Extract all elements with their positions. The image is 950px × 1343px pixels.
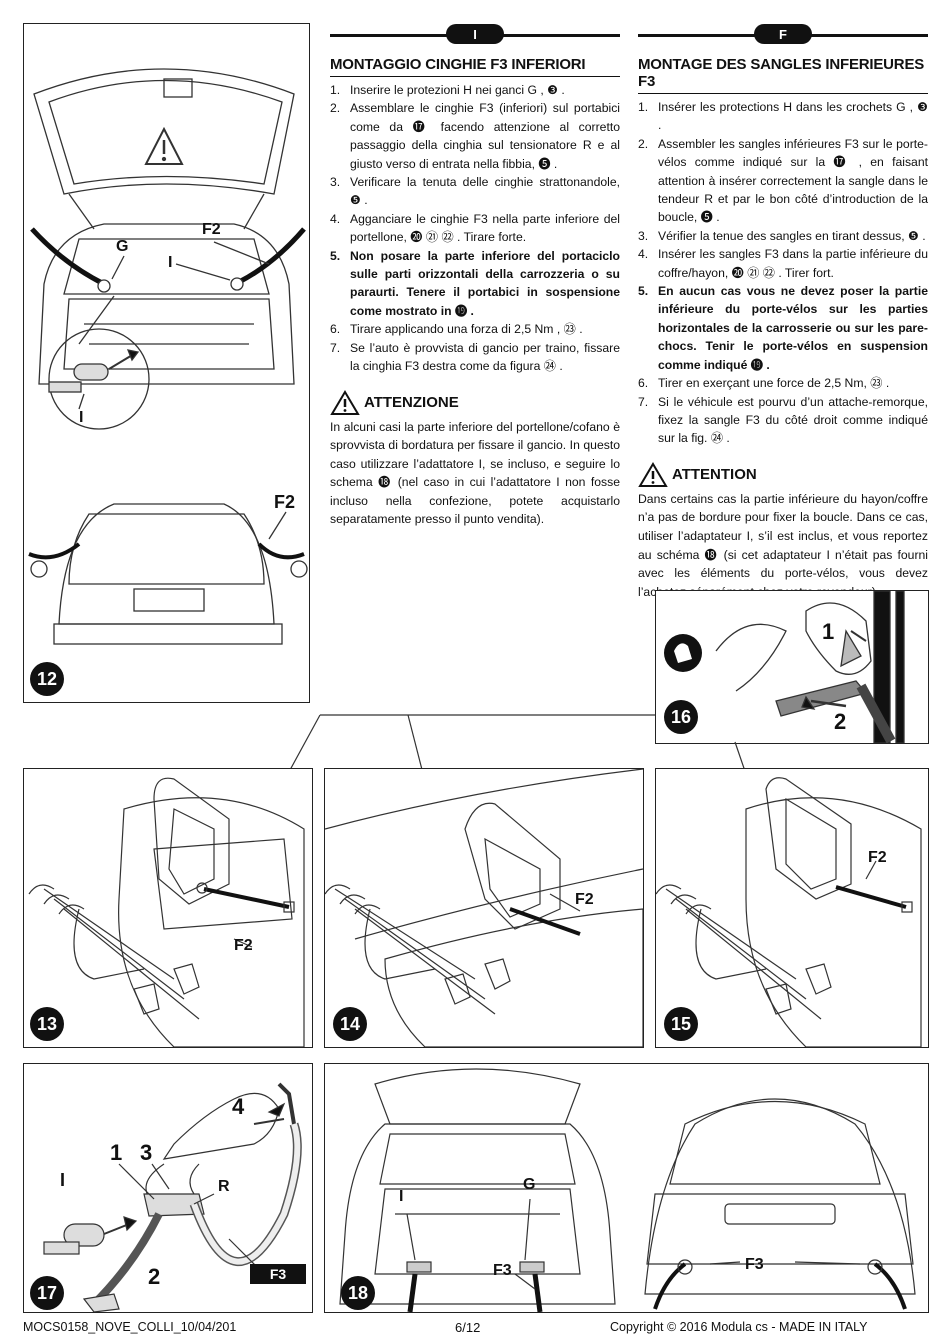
french-step: 1.Insérer les protections H dans les cro… (638, 100, 928, 133)
italian-step: 6.Tirare applicando una forza di 2,5 Nm … (330, 322, 583, 337)
french-warning-text: Dans certains cas la partie inférieure d… (638, 491, 928, 599)
figure-18-panel: I G F3 F3 18 (324, 1063, 929, 1313)
label-i: I (399, 1188, 404, 1205)
label-step-2: 2 (148, 1264, 161, 1289)
figure-13-panel: F2 13 (23, 768, 313, 1048)
figure-15-drawing (656, 777, 922, 1047)
warning-triangle-icon (330, 389, 360, 415)
label-i-detail: I (79, 409, 84, 426)
figure-16-drawing (664, 591, 905, 743)
footer-doc-code: MOCS0158_NOVE_COLLI_10/04/201 (23, 1320, 237, 1334)
figure-14-drawing (325, 769, 643, 1047)
figure-17-panel: I 1 3 4 R 2 F3 17 (23, 1063, 313, 1313)
figure-16-badge: 16 (664, 700, 698, 734)
figure-14-panel: F2 14 (324, 768, 644, 1048)
figure-12-panel: F2 G I I F2 12 (23, 23, 310, 703)
italian-warning-text: In alcuni casi la parte inferiore del po… (330, 419, 620, 527)
label-f3-right: F3 (745, 1256, 764, 1273)
french-lang-header: F (638, 24, 928, 46)
french-step: 5.En aucun cas vous ne devez poser la pa… (638, 284, 928, 372)
label-step-3: 3 (140, 1140, 153, 1165)
step-1-label: 1 (822, 619, 835, 644)
figure-13-drawing (28, 777, 305, 1047)
label-f3-tag: F3 (250, 1264, 306, 1284)
italian-step: 4.Agganciare le cinghie F3 nella parte i… (330, 211, 620, 245)
label-f3-left: F3 (493, 1262, 512, 1279)
label-step-1: 1 (110, 1140, 123, 1165)
label-i: I (60, 1170, 66, 1190)
french-column: F MONTAGE DES SANGLES INFERIEURES F3 1.I… (638, 24, 928, 601)
label-i-car: I (168, 254, 173, 271)
figure-18-badge: 18 (341, 1276, 375, 1310)
french-warning-title: ATTENTION (672, 466, 757, 484)
figure-18-drawing (339, 1068, 916, 1312)
footer-copyright: Copyright © 2016 Modula cs - MADE IN ITA… (610, 1320, 868, 1334)
italian-step: 3.Verificare la tenuta delle cinghie str… (330, 175, 620, 208)
italian-step: 5.Non posare la parte inferiore del port… (330, 248, 620, 318)
italian-step: 2.Assemblare le cinghie F3 (inferiori) s… (330, 101, 620, 171)
figure-17-drawing (43, 1082, 302, 1312)
label-r: R (218, 1178, 230, 1195)
label-f2-top: F2 (202, 221, 221, 238)
footer-page-number: 6/12 (455, 1320, 481, 1335)
french-step: 7.Si le véhicule est pourvu d’un attache… (638, 394, 928, 446)
figure-17-badge: 17 (30, 1276, 64, 1310)
label-f2: F2 (575, 891, 594, 908)
step-2-label: 2 (834, 709, 847, 734)
italian-step: 7.Se l’auto è provvista di gancio per tr… (330, 340, 620, 374)
french-title: MONTAGE DES SANGLES INFERIEURES F3 (638, 56, 928, 94)
figure-15-panel: F2 15 (655, 768, 929, 1048)
french-step: 4.Insérer les sangles F3 dans la partie … (638, 247, 928, 280)
italian-column: I MONTAGGIO CINGHIE F3 INFERIORI 1.Inser… (330, 24, 620, 529)
figure-16-panel: 1 2 16 (655, 590, 929, 744)
label-g: G (523, 1176, 536, 1193)
french-step: 2.Assembler les sangles inférieures F3 s… (638, 136, 928, 225)
figure-13-badge: 13 (30, 1007, 64, 1041)
french-step: 6.Tirer en exerçant une force de 2,5 Nm,… (638, 376, 890, 391)
figure-15-badge: 15 (664, 1007, 698, 1041)
warning-triangle-icon (638, 461, 668, 487)
french-steps: 1.Insérer les protections H dans les cro… (638, 98, 928, 448)
thumb-up-icon (664, 634, 702, 672)
italian-warning-title: ATTENZIONE (364, 394, 459, 411)
italian-steps: 1.Inserire le protezioni H nei ganci G ,… (330, 81, 620, 376)
figure-12-drawing (28, 68, 308, 645)
french-step: 3.Vérifier la tenue des sangles en tiran… (638, 228, 926, 243)
italian-warning-heading: ATTENZIONE (330, 389, 620, 416)
label-f2-bottom: F2 (274, 492, 296, 512)
french-warning-heading: ATTENTION (638, 461, 928, 488)
figure-12-badge: 12 (30, 662, 64, 696)
label-f2: F2 (234, 937, 253, 954)
label-step-4: 4 (232, 1094, 245, 1119)
label-g: G (116, 238, 129, 255)
label-f2: F2 (868, 849, 887, 866)
figure-14-badge: 14 (333, 1007, 367, 1041)
italian-lang-tag: I (446, 24, 504, 44)
italian-lang-header: I (330, 24, 620, 46)
italian-title: MONTAGGIO CINGHIE F3 INFERIORI (330, 56, 620, 77)
italian-step: 1.Inserire le protezioni H nei ganci G ,… (330, 83, 565, 97)
french-lang-tag: F (754, 24, 812, 44)
